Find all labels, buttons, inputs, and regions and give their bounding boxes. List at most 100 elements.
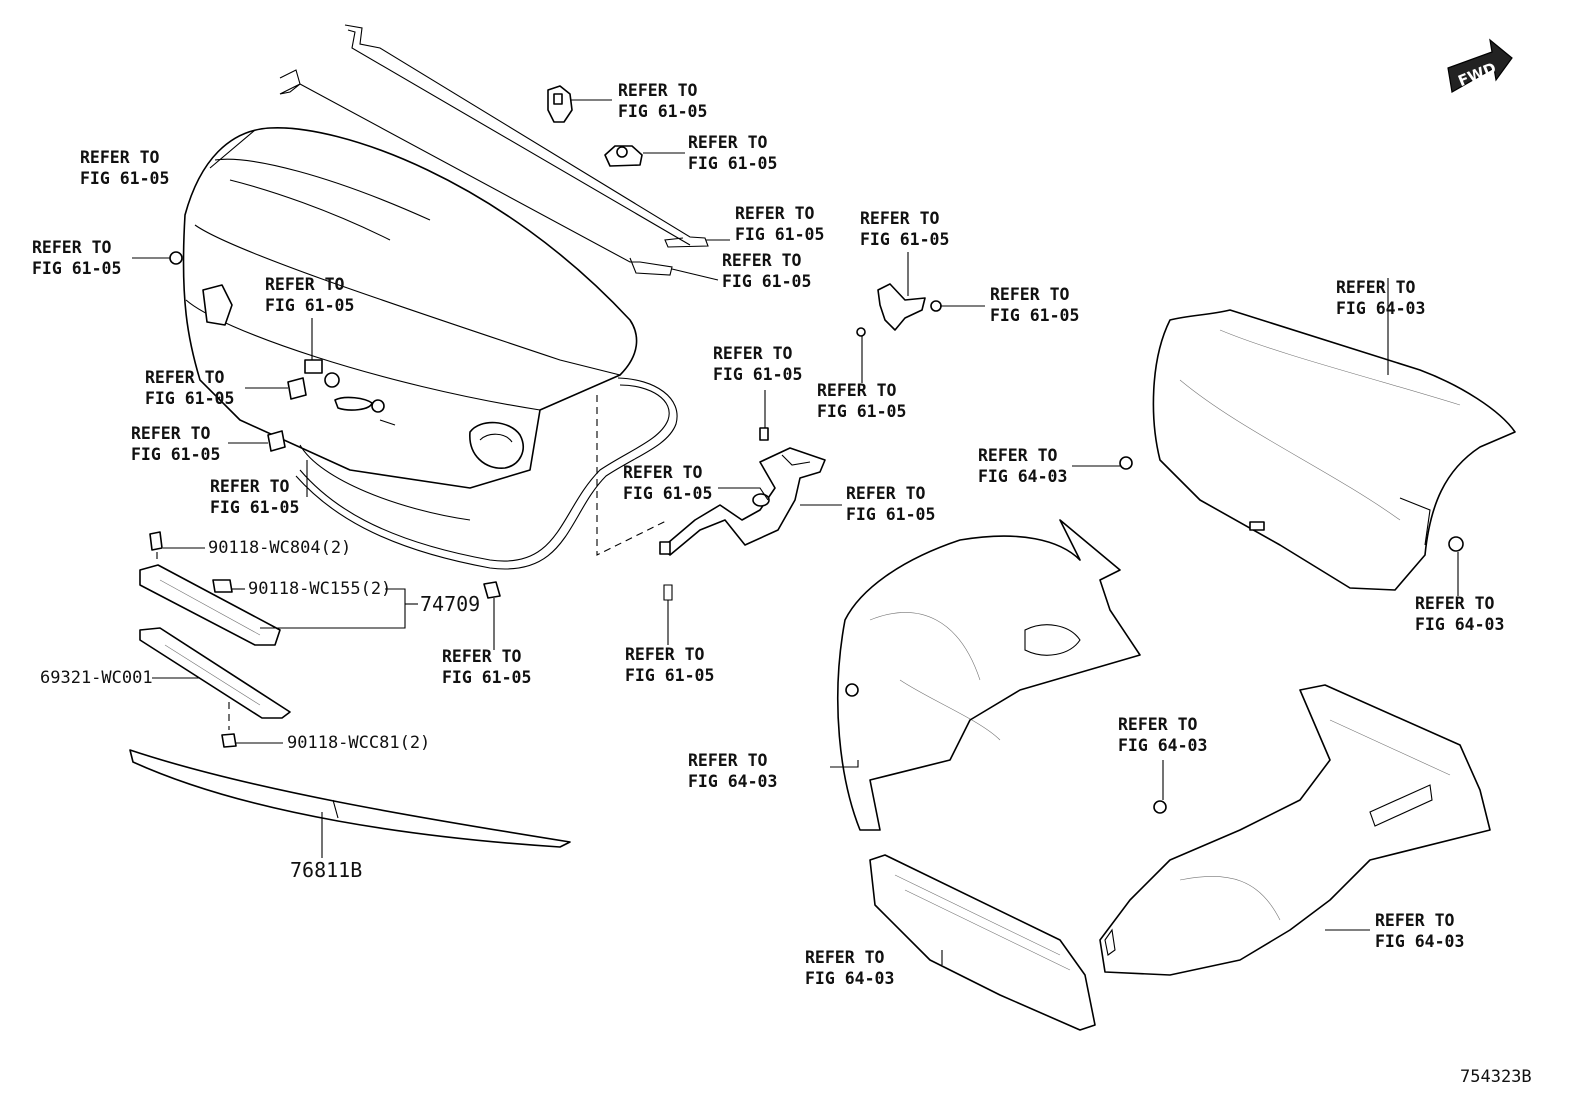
- svg-text:FIG 61-05: FIG 61-05: [618, 102, 707, 121]
- svg-text:FIG 64-03: FIG 64-03: [1336, 299, 1425, 318]
- lid-garnish: [139, 531, 501, 646]
- svg-text:REFER TO: REFER TO: [210, 477, 290, 496]
- svg-text:FIG 61-05: FIG 61-05: [846, 505, 935, 524]
- callout: REFER TO FIG 64-03: [1336, 278, 1425, 318]
- callout: REFER TO FIG 61-05: [846, 484, 935, 524]
- svg-text:REFER TO: REFER TO: [618, 81, 698, 100]
- callout: REFER TO FIG 61-05: [688, 133, 777, 173]
- trunk-side-trim-left: [836, 519, 1141, 831]
- svg-text:FIG 61-05: FIG 61-05: [265, 296, 354, 315]
- svg-text:REFER TO: REFER TO: [625, 645, 705, 664]
- lock-bracket: [856, 283, 942, 337]
- svg-text:FIG 61-05: FIG 61-05: [131, 445, 220, 464]
- callout: REFER TO FIG 64-03: [978, 446, 1067, 486]
- svg-text:REFER TO: REFER TO: [131, 424, 211, 443]
- svg-text:FIG 61-05: FIG 61-05: [990, 306, 1079, 325]
- svg-text:FIG 61-05: FIG 61-05: [623, 484, 712, 503]
- callout: REFER TO FIG 64-03: [805, 948, 894, 988]
- diagram-id: 754323B: [1460, 1067, 1532, 1087]
- svg-text:REFER TO: REFER TO: [978, 446, 1058, 465]
- svg-text:REFER TO: REFER TO: [1375, 911, 1455, 930]
- trunk-lid: [182, 127, 638, 521]
- svg-text:REFER TO: REFER TO: [722, 251, 802, 270]
- svg-text:REFER TO: REFER TO: [735, 204, 815, 223]
- svg-text:REFER TO: REFER TO: [713, 344, 793, 363]
- callout: REFER TO FIG 61-05: [265, 275, 354, 315]
- moulding: [129, 749, 571, 848]
- callout: REFER TO FIG 61-05: [618, 81, 707, 121]
- clip-4: [169, 251, 183, 265]
- fwd-arrow-icon: FWD: [1447, 38, 1513, 93]
- svg-text:FIG 64-03: FIG 64-03: [978, 467, 1067, 486]
- trunk-trim-upper: [1152, 309, 1516, 591]
- svg-text:REFER TO: REFER TO: [846, 484, 926, 503]
- bracket-small-2: [604, 145, 643, 167]
- callout: REFER TO FIG 64-03: [1415, 594, 1504, 634]
- svg-text:REFER TO: REFER TO: [805, 948, 885, 967]
- leader-lines: [132, 99, 1459, 965]
- callout: REFER TO FIG 61-05: [713, 344, 802, 384]
- callout: REFER TO FIG 61-05: [442, 647, 531, 687]
- callout: REFER TO FIG 61-05: [32, 238, 121, 278]
- trunk-front-trim: [869, 854, 1096, 1031]
- svg-text:FIG 61-05: FIG 61-05: [860, 230, 949, 249]
- svg-text:FIG 61-05: FIG 61-05: [80, 169, 169, 188]
- part-number-clip-lower: 90118-WCC81(2): [287, 733, 430, 753]
- svg-text:REFER TO: REFER TO: [265, 275, 345, 294]
- clip-2: [1153, 800, 1167, 814]
- callout: REFER TO FIG 64-03: [688, 751, 777, 791]
- weatherstrip: [295, 377, 678, 570]
- svg-text:FIG 61-05: FIG 61-05: [722, 272, 811, 291]
- svg-text:REFER TO: REFER TO: [688, 133, 768, 152]
- trunk-side-trim-right: [1099, 684, 1491, 976]
- callout: REFER TO FIG 61-05: [145, 368, 234, 408]
- svg-text:FIG 61-05: FIG 61-05: [210, 498, 299, 517]
- svg-text:FIG 61-05: FIG 61-05: [145, 389, 234, 408]
- svg-text:REFER TO: REFER TO: [990, 285, 1070, 304]
- svg-text:FIG 61-05: FIG 61-05: [735, 225, 824, 244]
- callout: REFER TO FIG 61-05: [623, 463, 712, 503]
- callout: REFER TO FIG 64-03: [1375, 911, 1464, 951]
- svg-text:FIG 64-03: FIG 64-03: [688, 772, 777, 791]
- part-number-clip-mid: 90118-WC155(2): [248, 579, 391, 599]
- svg-text:FIG 61-05: FIG 61-05: [688, 154, 777, 173]
- part-number-clip-upper: 90118-WC804(2): [208, 538, 351, 558]
- clip-1: [1119, 456, 1133, 470]
- svg-text:REFER TO: REFER TO: [817, 381, 897, 400]
- svg-text:REFER TO: REFER TO: [1336, 278, 1416, 297]
- svg-text:REFER TO: REFER TO: [145, 368, 225, 387]
- callout: REFER TO FIG 61-05: [210, 477, 299, 517]
- part-number-garnish-assy: 74709: [420, 592, 480, 616]
- torsion-bars: [279, 24, 709, 276]
- bracket-small-1: [547, 85, 573, 123]
- svg-text:FIG 61-05: FIG 61-05: [32, 259, 121, 278]
- svg-text:REFER TO: REFER TO: [32, 238, 112, 257]
- svg-text:FIG 61-05: FIG 61-05: [713, 365, 802, 384]
- svg-text:REFER TO: REFER TO: [80, 148, 160, 167]
- callout: REFER TO FIG 61-05: [131, 424, 220, 464]
- svg-text:FIG 61-05: FIG 61-05: [442, 668, 531, 687]
- svg-text:REFER TO: REFER TO: [688, 751, 768, 770]
- callout: REFER TO FIG 61-05: [80, 148, 169, 188]
- svg-text:FIG 64-03: FIG 64-03: [1118, 736, 1207, 755]
- clip-3: [1448, 536, 1464, 552]
- callout: REFER TO FIG 61-05: [722, 251, 811, 291]
- callout: REFER TO FIG 61-05: [735, 204, 824, 244]
- svg-text:REFER TO: REFER TO: [1415, 594, 1495, 613]
- svg-text:REFER TO: REFER TO: [1118, 715, 1198, 734]
- svg-text:FIG 64-03: FIG 64-03: [1375, 932, 1464, 951]
- part-number-moulding: 76811B: [290, 858, 362, 882]
- svg-text:REFER TO: REFER TO: [623, 463, 703, 482]
- svg-text:REFER TO: REFER TO: [442, 647, 522, 666]
- svg-text:FIG 64-03: FIG 64-03: [1415, 615, 1504, 634]
- callout: REFER TO FIG 61-05: [990, 285, 1079, 325]
- hinge: [659, 427, 826, 601]
- part-number-emblem: 69321-WC001: [40, 668, 153, 688]
- emblem-plate: [139, 627, 291, 748]
- callout: REFER TO FIG 64-03: [1118, 715, 1207, 755]
- svg-text:FIG 64-03: FIG 64-03: [805, 969, 894, 988]
